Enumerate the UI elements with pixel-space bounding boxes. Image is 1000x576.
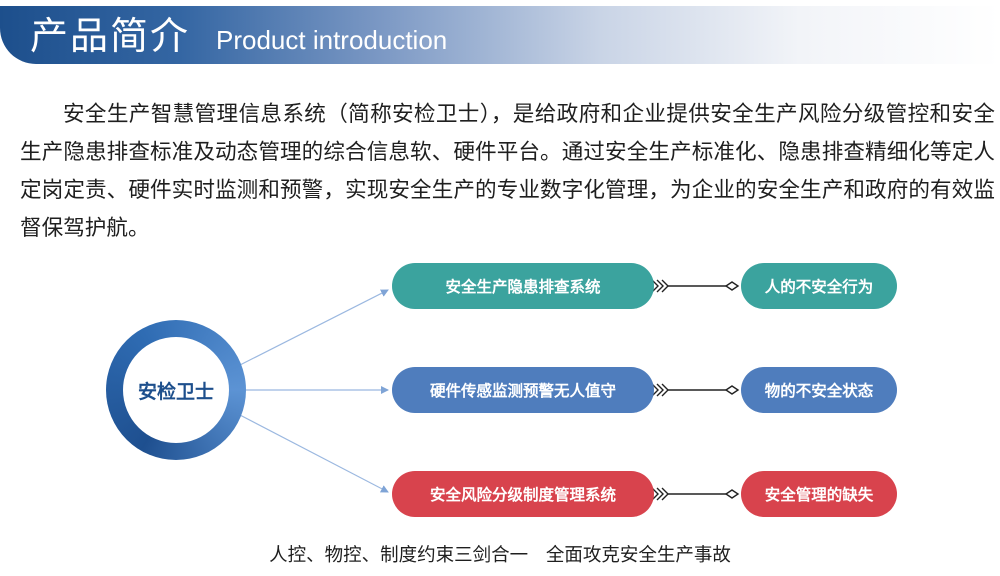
center-node-ring: 安检卫士 [106, 320, 246, 460]
diagram-caption: 人控、物控、制度约束三剑合一 全面攻克安全生产事故 [269, 545, 731, 566]
intro-paragraph: 安全生产智慧管理信息系统（简称安检卫士），是给政府和企业提供安全生产风险分级管控… [20, 102, 995, 241]
connector-line-3 [237, 413, 389, 493]
result-node-unsafe-behavior: 人的不安全行为 [741, 263, 897, 309]
system-node-risk-management: 安全风险分级制度管理系统 [392, 471, 654, 517]
page-title: 产品简介 [30, 14, 191, 58]
link-connector-1 [651, 279, 740, 293]
result-node-unsafe-state: 物的不安全状态 [741, 367, 897, 413]
center-node-label: 安检卫士 [123, 337, 229, 443]
link-connector-3 [651, 487, 740, 501]
header-banner [0, 6, 1000, 64]
connector-line-1 [237, 289, 389, 367]
link-connector-2 [651, 383, 740, 397]
result-node-management-lack: 安全管理的缺失 [741, 471, 897, 517]
system-node-hazard-inspection: 安全生产隐患排查系统 [392, 263, 654, 309]
system-node-sensor-monitoring: 硬件传感监测预警无人值守 [392, 367, 654, 413]
page-subtitle: Product introduction [216, 25, 448, 55]
